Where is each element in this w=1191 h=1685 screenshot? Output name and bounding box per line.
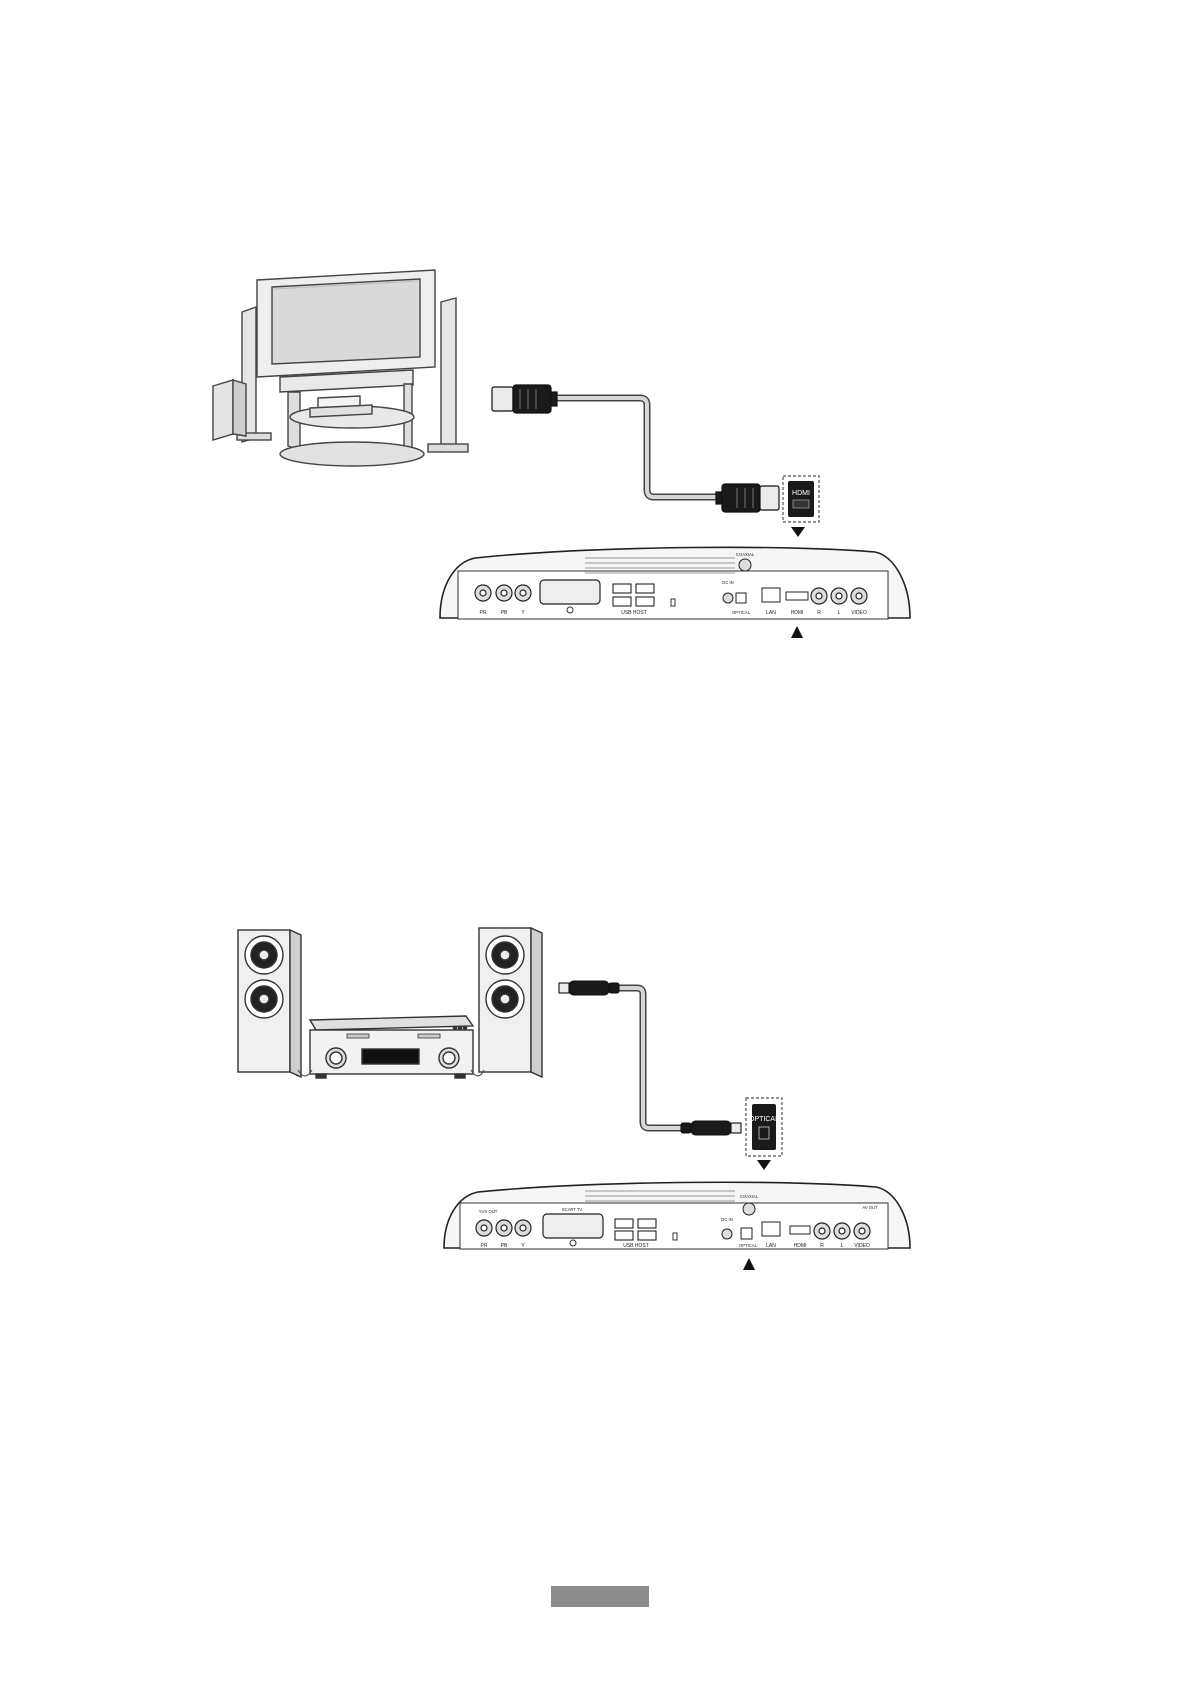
port-label-dc-in: DC IN [721,1217,732,1222]
optical-port-zoom: OPTICAL [746,1098,782,1156]
port-label-usb-host: USB HOST [621,610,647,616]
port-label-pr: PR [480,610,487,616]
optical-plug-top [559,981,619,995]
port-label-video: VIDEO [854,1243,870,1249]
port-label-pb: PB [501,1243,508,1249]
port-label-video: VIDEO [851,610,867,616]
port-label-pb: PB [501,610,508,616]
triangle-up-icon [791,626,803,638]
port-label-l: L [838,610,841,616]
port-label-coaxial: COAXIAL [740,1194,759,1199]
optical-plug-bottom [681,1121,741,1135]
port-label-dc-in: DC IN [722,580,733,585]
hdmi-cable [548,398,722,497]
media-player-rear-panel: PR PB Y USB HOST DC IN OPTICAL COAXIAL L… [440,547,910,619]
port-label-optical: OPTICAL [732,610,751,615]
port-label-r: R [820,1243,824,1249]
port-label-l: L [841,1243,844,1249]
hdmi-connection-diagram: HDMI PR PB Y USB HOST DC IN [0,0,1191,700]
scart-port [543,1214,603,1238]
home-theater-tv-illustration [213,270,468,466]
page-number-tab [551,1586,649,1607]
port-label-lan: LAN [766,1243,776,1249]
triangle-down-icon [791,527,805,537]
triangle-down-icon [757,1160,771,1170]
optical-zoom-label: OPTICAL [749,1116,779,1123]
port-label-r: R [817,610,821,616]
hdmi-plug-bottom [716,484,779,512]
port-label-yuv-out: YUV OUT [479,1209,498,1214]
media-player-rear-panel: YUV OUT PR PB Y SCART TV USB HOST DC IN … [444,1182,910,1249]
optical-cable [618,988,681,1128]
scart-port [540,580,600,604]
optical-connection-diagram: OPTICAL YUV OUT PR PB Y SCART TV USB HOS… [0,880,1191,1300]
stereo-system-illustration [238,928,542,1078]
triangle-up-icon [743,1258,755,1270]
port-label-pr: PR [481,1243,488,1249]
port-label-optical: OPTICAL [739,1243,758,1248]
port-label-hdmi: HDMI [794,1243,807,1249]
port-label-lan: LAN [766,610,776,616]
port-label-coaxial: COAXIAL [736,552,755,557]
port-label-hdmi: HDMI [791,610,804,616]
port-label-scart: SCART TV [562,1207,583,1212]
port-label-usb-host: USB HOST [623,1243,649,1249]
hdmi-zoom-label: HDMI [792,490,810,497]
hdmi-plug-top [492,385,557,413]
hdmi-port-zoom: HDMI [783,476,819,522]
port-label-av-out: AV OUT [862,1205,878,1210]
